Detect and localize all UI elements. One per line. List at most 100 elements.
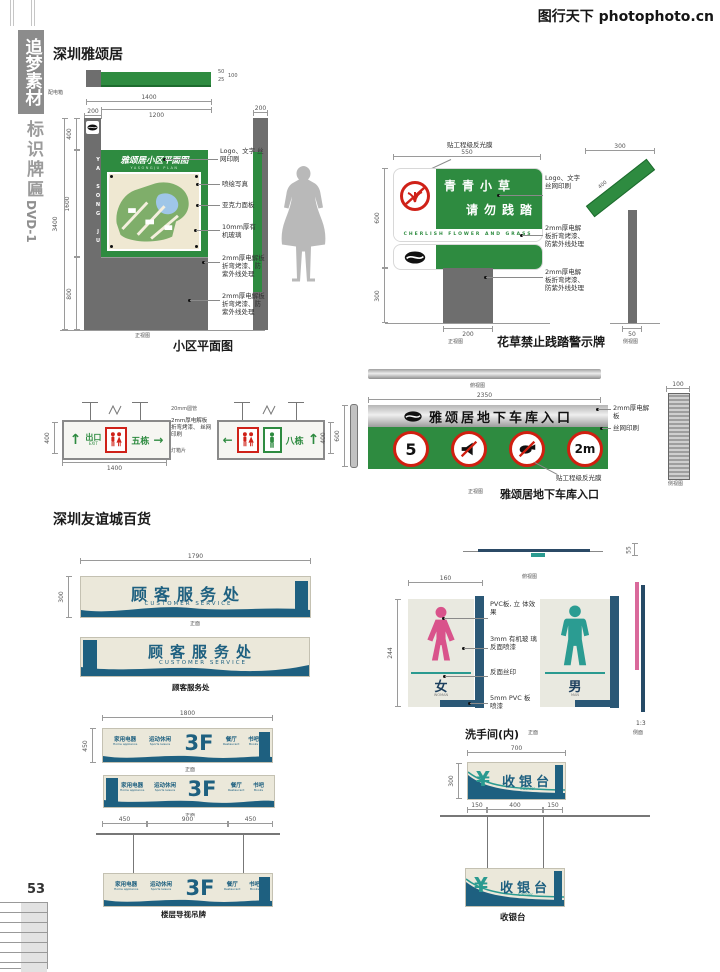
cs1-text-cn: 顾客服务处	[130, 585, 246, 604]
dim-hang-1400: 1400	[62, 460, 167, 472]
watermark: 图行天下 photophoto.cn	[537, 9, 714, 25]
ceiling-tick	[234, 402, 250, 403]
men-divider	[545, 672, 605, 674]
warning-sign-caption: 花草禁止践踏警示牌	[497, 335, 606, 349]
front-view-label: 正视图	[135, 333, 151, 339]
annotation: 2mm厚电解板 折弯烤漆、防 紫外线处理	[222, 292, 265, 317]
map-panel-title: 雅颂居小区平面图	[120, 156, 189, 166]
leader-dot	[462, 647, 465, 650]
leader	[445, 676, 488, 677]
hanging-rod	[140, 403, 141, 420]
front-view-label: 正视图	[468, 489, 484, 495]
cashier-label-en: Cashier	[520, 786, 536, 791]
leader	[598, 409, 611, 410]
dim-1400: 1400	[86, 94, 212, 105]
side-view-label: 侧视图	[668, 481, 684, 487]
leader-dot	[468, 702, 471, 705]
front-label: 正面	[528, 730, 539, 736]
cashier-sign-1: ¥ 收银台 Cashier	[467, 762, 566, 800]
dept-label: 家用电器	[114, 737, 137, 743]
cashier-label-en: Cashier	[518, 892, 534, 897]
cashier2-end-bar	[554, 871, 562, 906]
dim-post-200: 200	[443, 326, 493, 338]
leader	[464, 648, 488, 649]
garage-back-strip	[668, 393, 690, 480]
hanging-rod	[133, 834, 134, 873]
leader-dot	[196, 204, 199, 207]
leader	[190, 300, 220, 301]
floor-number: 3F	[184, 731, 214, 755]
dept-label: 书吧	[248, 737, 260, 743]
cashier-sign-2: ¥ 收银台 Cashier	[465, 868, 565, 907]
annotation: 3mm 有机玻 璃反面喷漆	[490, 635, 537, 652]
section2-title: 深圳友谊城百货	[53, 512, 151, 528]
annotation: 2mm厚电解 板折弯烤漆、 防紫外线处理	[545, 268, 584, 293]
leader-dot	[484, 276, 487, 279]
cashier-wave-2	[466, 878, 564, 906]
cs1-text-en: CUSTOMER SERVICE	[144, 601, 233, 607]
dim-garage-width: 2350	[368, 392, 601, 403]
cashier-label-cn: 收银台	[502, 775, 554, 790]
speed-limit-icon: 5	[393, 431, 429, 467]
cs2-wave	[81, 665, 309, 676]
ground-line	[60, 330, 265, 331]
dept-label: 家用电器	[115, 882, 138, 888]
dept-label-en: Restaurant	[224, 887, 241, 892]
dept-label: 家用电器	[121, 783, 144, 789]
dim-1200: 1200	[101, 107, 212, 119]
dim-c-150b: 150	[543, 802, 563, 813]
dept-label: 餐厅	[226, 882, 238, 888]
ceiling-rail	[440, 815, 650, 817]
garage-sign-header: 雅颂居地下车库入口	[368, 405, 608, 427]
dept-label: 书吧	[253, 783, 265, 789]
ceiling-tick	[132, 402, 148, 403]
site-map-graphic	[109, 174, 199, 249]
top-view-label: 俯视图	[522, 574, 538, 580]
leader-dot	[520, 234, 523, 237]
ceiling-tick	[288, 402, 304, 403]
fsb-wave	[104, 800, 274, 807]
logo-swoosh-icon	[87, 124, 98, 131]
map-sign-topview-cap	[86, 70, 101, 87]
floor-number: 3F	[187, 777, 217, 801]
warning-line1: 青青小草	[444, 179, 517, 193]
warning-side-post	[628, 210, 637, 323]
annotation-lamp: 灯箱片	[171, 448, 187, 454]
dim-550: 550	[393, 149, 541, 160]
annotation-pipe: 20mm圆管	[171, 406, 198, 412]
dim-hang-400r: 400	[320, 422, 334, 454]
top-view-label: 俯视图	[470, 383, 486, 389]
no-horn-icon	[451, 431, 487, 467]
front-label: 正面	[190, 621, 201, 627]
annotation-film: 贴工程级反光膜	[447, 141, 493, 149]
disc-label: DVD-1	[24, 200, 38, 243]
ground-line	[385, 323, 550, 324]
dim-1790: 1790	[80, 553, 311, 564]
man-icon	[560, 605, 590, 666]
leader-dot	[188, 299, 191, 302]
dept-label-en: Sports leisure	[150, 887, 172, 892]
annotation-film: 贴工程级反光膜	[556, 474, 602, 482]
men-L-border-h	[575, 700, 619, 707]
yuan-symbol: ¥	[474, 873, 488, 897]
dept-label-en: Books	[253, 788, 264, 793]
leader	[198, 205, 220, 206]
warning-line2: 请勿践踏	[466, 203, 539, 217]
left-arrow-icon: ←	[222, 433, 233, 447]
cs-caption: 顾客服务处	[172, 683, 210, 692]
annotation: PVC板, 立 体效果	[490, 600, 536, 617]
woman-icon	[427, 606, 455, 661]
dim-1600: 1600	[64, 150, 80, 257]
footer-index-table	[0, 902, 48, 972]
dim-side-50: 50	[622, 326, 642, 338]
annotation: 2mm厚电解板 折弯烤漆、防 紫外线处理	[222, 254, 265, 279]
ceiling-rail	[96, 833, 280, 835]
side-view-label: 侧视图	[623, 339, 639, 345]
margin-line	[10, 0, 11, 26]
dept-label-en: Restaurant	[223, 742, 240, 747]
fsc-end-bar	[259, 877, 270, 905]
leader	[444, 618, 488, 619]
dept-label-en: Books	[248, 742, 259, 747]
